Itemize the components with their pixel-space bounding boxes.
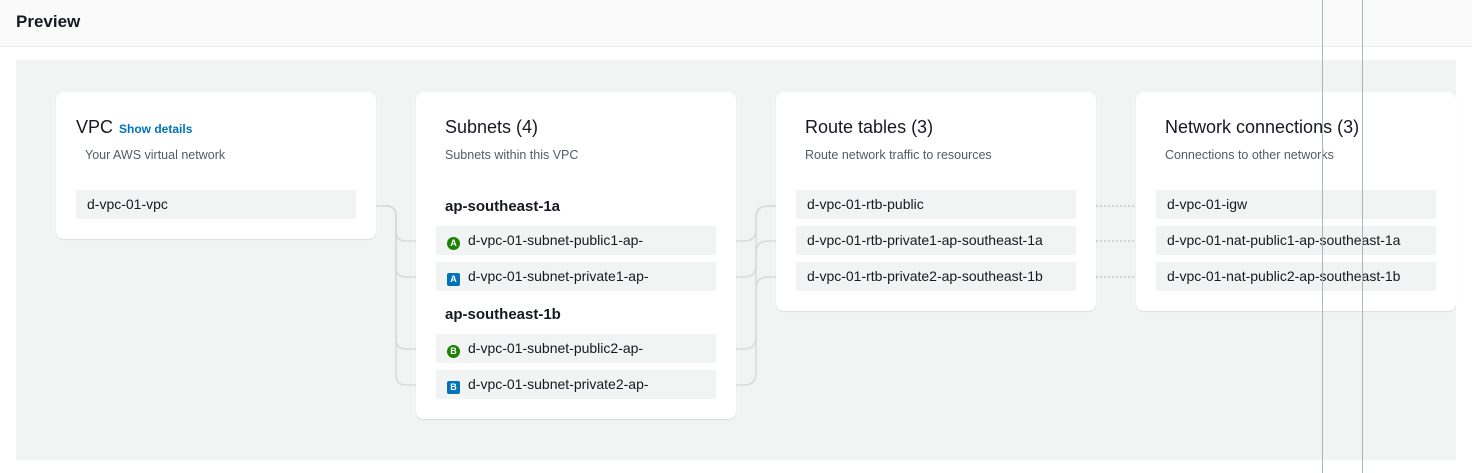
route-table-item[interactable]: d-vpc-01-rtb-private2-ap-southeast-1b [796,262,1076,291]
guide-line [1322,0,1323,473]
subnets-card-title: Subnets (4) [445,117,539,137]
vpc-title-text: VPC [76,117,114,137]
subnets-card: Subnets (4) Subnets within this VPC ap-s… [416,92,736,419]
show-details-link[interactable]: Show details [119,122,193,136]
subnet-zone-title: ap-southeast-1b [445,306,561,323]
network-connections-card: Network connections (3) Connections to o… [1136,92,1456,311]
network-connection-item[interactable]: d-vpc-01-nat-public1-ap-southeast-1a [1156,226,1436,255]
subnets-card-description: Subnets within this VPC [445,148,579,162]
subnet-item-label: d-vpc-01-subnet-public1-ap- [468,232,644,248]
private-subnet-badge-icon: A [447,273,460,286]
subnet-item-label: d-vpc-01-subnet-public2-ap- [468,340,644,356]
route-table-item[interactable]: d-vpc-01-rtb-public [796,190,1076,219]
preview-header: Preview [0,0,1472,47]
vpc-card: VPC Show details Your AWS virtual network… [56,92,376,239]
route-table-item[interactable]: d-vpc-01-rtb-private1-ap-southeast-1a [796,226,1076,255]
vpc-diagram-canvas: VPC Show details Your AWS virtual network… [16,60,1456,460]
preview-title: Preview [16,12,81,31]
vpc-item[interactable]: d-vpc-01-vpc [76,190,356,219]
public-subnet-badge-icon: B [447,345,460,358]
subnet-zone-title: ap-southeast-1a [445,198,561,215]
guide-line [1362,0,1363,473]
private-subnet-badge-icon: B [447,381,460,394]
route-tables-card-description: Route network traffic to resources [805,148,992,162]
route-tables-card: Route tables (3) Route network traffic t… [776,92,1096,311]
route-tables-card-title: Route tables (3) [805,117,934,137]
network-connections-card-description: Connections to other networks [1165,148,1334,162]
network-connection-item[interactable]: d-vpc-01-nat-public2-ap-southeast-1b [1156,262,1436,291]
subnet-item-label: d-vpc-01-subnet-private1-ap- [468,268,649,284]
network-connection-item[interactable]: d-vpc-01-igw [1156,190,1436,219]
network-connections-card-title: Network connections (3) [1165,117,1360,137]
vpc-card-description: Your AWS virtual network [85,148,226,162]
subnet-item-label: d-vpc-01-subnet-private2-ap- [468,376,649,392]
vpc-card-title: VPC Show details [76,117,192,138]
public-subnet-badge-icon: A [447,237,460,250]
